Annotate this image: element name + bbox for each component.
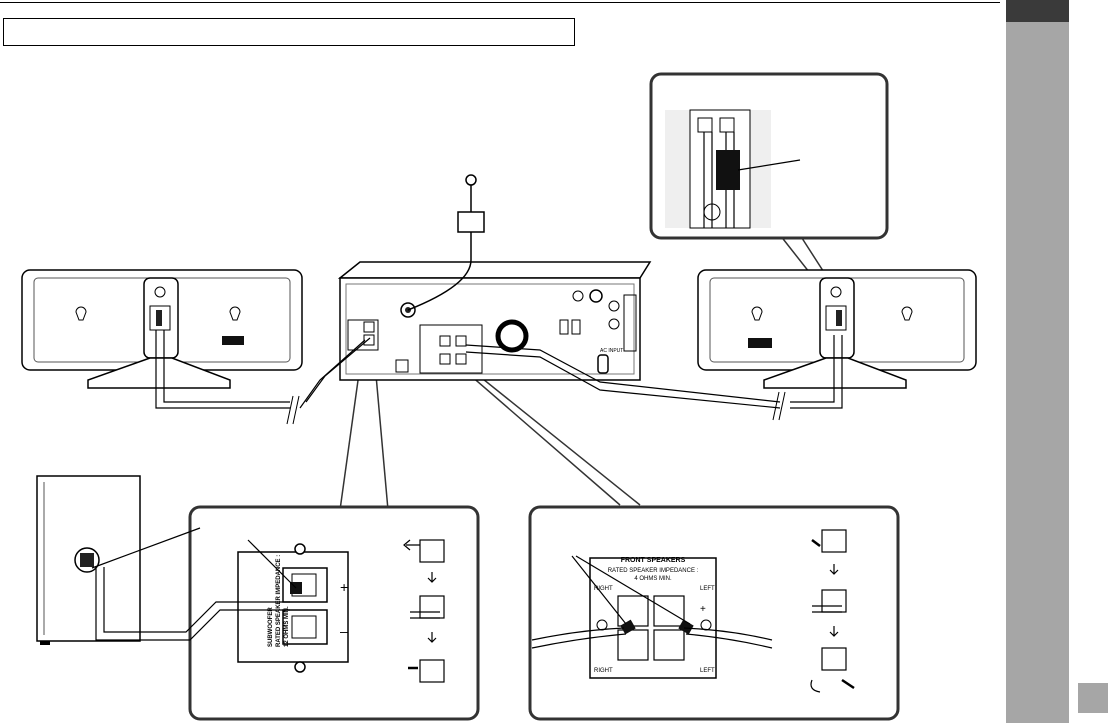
subwoofer-terminal-min: 12 OHMS MIN. bbox=[284, 606, 290, 647]
top-rule bbox=[0, 2, 1000, 3]
page-number-box bbox=[1078, 683, 1108, 713]
ac-input-label: AC INPUT bbox=[600, 348, 623, 354]
subwoofer-terminal-impedance: RATED SPEAKER IMPEDANCE : bbox=[276, 555, 282, 647]
front-terminal-title: FRONT SPEAKERS bbox=[621, 557, 686, 564]
speaker-cables bbox=[155, 330, 843, 425]
subwoofer-terminal-title: SUBWOOFER bbox=[268, 607, 274, 647]
side-tab-header bbox=[1006, 0, 1069, 22]
subwoofer-plus-label: + bbox=[340, 579, 348, 595]
subwoofer bbox=[36, 475, 141, 645]
front-terminal-min: 4 OHMS MIN. bbox=[634, 576, 672, 582]
right-front-speaker bbox=[697, 269, 977, 389]
fm-antenna bbox=[407, 174, 485, 311]
side-tab bbox=[1006, 0, 1069, 723]
front-left-label-bottom: LEFT bbox=[700, 668, 715, 674]
connection-diagram: AC INPUT bbox=[21, 72, 977, 721]
front-speakers-terminal-callout: FRONT SPEAKERS RATED SPEAKER IMPEDANCE :… bbox=[528, 505, 900, 721]
front-plus-label: + bbox=[700, 604, 706, 615]
section-heading-box bbox=[3, 18, 575, 46]
front-terminal-impedance: RATED SPEAKER IMPEDANCE : bbox=[608, 568, 699, 574]
front-right-label-top: RIGHT bbox=[594, 586, 613, 592]
left-front-speaker bbox=[21, 269, 303, 389]
front-left-label-top: LEFT bbox=[700, 586, 715, 592]
main-unit-rear: AC INPUT bbox=[337, 261, 652, 381]
subwoofer-step-icons bbox=[403, 539, 445, 683]
subwoofer-minus-label: – bbox=[340, 623, 348, 639]
subwoofer-terminal-callout: + – SUBWOOFER RATED SPEAKER IMPEDANCE : … bbox=[91, 505, 480, 721]
speaker-terminal-zoom-callout bbox=[649, 72, 889, 240]
front-right-label-bottom: RIGHT bbox=[594, 668, 613, 674]
front-step-icons bbox=[810, 529, 855, 693]
